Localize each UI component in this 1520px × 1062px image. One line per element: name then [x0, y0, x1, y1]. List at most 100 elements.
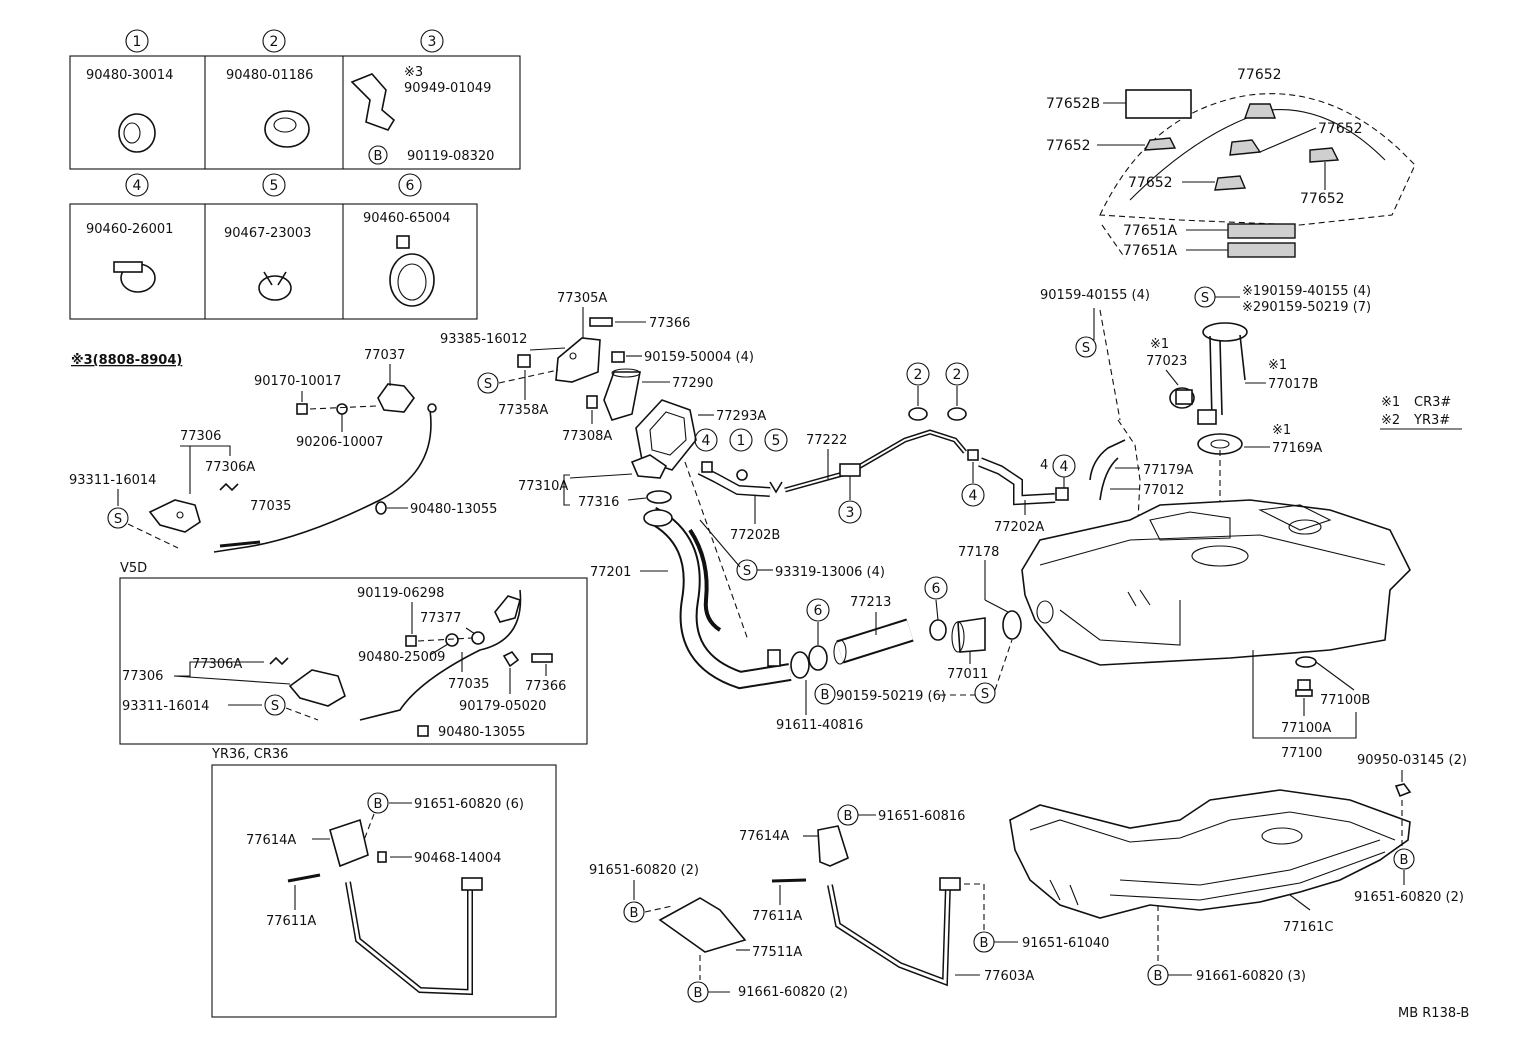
v5d-label-77377: 77377 [420, 611, 461, 626]
svg-text:S: S [271, 699, 279, 714]
svg-text:5: 5 [270, 178, 279, 194]
label-91651-60820-2r: 91651-60820 (2) [1354, 890, 1464, 905]
hose-77213 [833, 618, 914, 665]
inset-4-part: 90460-26001 [86, 222, 173, 237]
label-77178: 77178 [958, 545, 999, 560]
label-93311-16014: 93311-16014 [69, 473, 156, 488]
protector-77652B [1125, 89, 1192, 119]
label-77306A: 77306A [205, 460, 255, 475]
ref-4-b: 4 [961, 483, 985, 507]
label-93385-16012: 93385-16012 [440, 332, 527, 347]
label-90159-40155: 90159-40155 (4) [1040, 288, 1150, 303]
label-77100B: 77100B [1320, 693, 1370, 708]
section-yr: YR36, CR36 [211, 747, 288, 762]
label-77651A-1: 77651A [1123, 223, 1178, 239]
s-marker: S [736, 559, 758, 581]
hose-clip [1055, 487, 1069, 501]
nut-90170 [296, 403, 308, 415]
svg-text:B: B [821, 688, 830, 703]
clamp-6b [929, 619, 947, 641]
svg-text:B: B [374, 149, 383, 164]
svg-text:B: B [374, 797, 383, 812]
mid-label-91651-60820-2: 91651-60820 (2) [589, 863, 699, 878]
drain-plug [1295, 679, 1313, 697]
b-marker: B [1393, 848, 1415, 870]
svg-text:2: 2 [270, 34, 279, 50]
inset-num-4: 4 [125, 173, 149, 197]
clip-4b [967, 449, 979, 461]
svg-text:2: 2 [953, 367, 962, 383]
legend-l2-text: YR3# [1413, 413, 1450, 428]
svg-text:2: 2 [914, 367, 923, 383]
ref-5: 5 [764, 428, 788, 452]
s-marker: S [974, 682, 996, 704]
footer-code: MB R138-B [1398, 1006, 1469, 1021]
label-90480-13055: 90480-13055 [410, 502, 497, 517]
inset-num-2: 2 [262, 29, 286, 53]
yr-label-90468: 90468-14004 [414, 851, 501, 866]
label-77023: 77023 [1146, 354, 1187, 369]
b-marker: B [367, 792, 389, 814]
label-90950-03145: 90950-03145 (2) [1357, 753, 1467, 768]
v5d-label-77366: 77366 [525, 679, 566, 694]
svg-text:S: S [1201, 291, 1209, 306]
gasket-77178 [1002, 610, 1022, 640]
v5d-label-90119: 90119-06298 [357, 586, 444, 601]
strap-mid [827, 877, 961, 987]
b-marker: B [973, 931, 995, 953]
mid-label-77603A: 77603A [984, 969, 1034, 984]
label-77201: 77201 [590, 565, 631, 580]
bolt-v5d-77366 [531, 653, 553, 663]
legend-l1-mark: ※1 [1381, 395, 1400, 410]
inset-5-part: 90467-23003 [224, 226, 311, 241]
bolt-mid-77611A [771, 878, 807, 883]
ref-4-a: 4 [694, 428, 718, 452]
under-protector-77161C [1009, 789, 1411, 919]
clip-90468 [377, 851, 387, 863]
svg-text:B: B [630, 906, 639, 921]
svg-text:4: 4 [133, 178, 142, 194]
protector-77511A [658, 897, 747, 953]
label-90159-40155-star: ※190159-40155 (4) [1242, 284, 1371, 299]
inlet-pipe-77011 [951, 617, 986, 653]
spring-77306A [219, 482, 239, 492]
inset-1-part: 90480-30014 [86, 68, 173, 83]
grommet-oval-icon [264, 110, 310, 148]
washer-v5d [445, 633, 459, 647]
label-93319: 93319-13006 (4) [775, 565, 885, 580]
label-77306: 77306 [180, 429, 221, 444]
label-77358A: 77358A [498, 403, 548, 418]
s-marker: S [477, 372, 499, 394]
hose-77202B [697, 461, 783, 497]
label-91611-40816: 91611-40816 [776, 718, 863, 733]
label-90206-10007: 90206-10007 [296, 435, 383, 450]
label-90170-10017: 90170-10017 [254, 374, 341, 389]
svg-text:3: 3 [428, 34, 437, 50]
clip-v5d [417, 725, 429, 737]
inset-grid: 1 2 3 4 5 6 90480-30014 90480-01186 ※3 9… [69, 29, 521, 320]
b-marker: B [368, 145, 388, 165]
legend-l1-text: CR3# [1414, 395, 1451, 410]
inset-6-part: 90460-65004 [363, 211, 450, 226]
svg-text:4: 4 [702, 433, 711, 449]
label-77652-top: 77652 [1237, 67, 1282, 83]
label-77652-d: 77652 [1300, 191, 1345, 207]
label-77169A-mark: ※1 [1272, 423, 1291, 438]
v5d-box [119, 577, 588, 745]
v5d-label-90480-25009: 90480-25009 [358, 650, 445, 665]
inset-3-note: ※3 [404, 65, 423, 80]
label-77017B: 77017B [1268, 377, 1318, 392]
label-77652-c: 77652 [1128, 175, 1173, 191]
fuel-tank [1021, 499, 1411, 666]
svg-text:6: 6 [814, 603, 823, 619]
svg-text:B: B [694, 986, 703, 1001]
ref-2-b: 2 [945, 362, 969, 386]
filler-pipe-77201 [643, 507, 810, 690]
label-77308A: 77308A [562, 429, 612, 444]
ref-6-a: 6 [806, 598, 830, 622]
ring-77316 [646, 490, 672, 504]
svg-text:6: 6 [406, 178, 415, 194]
inset-3-part-b: 90119-08320 [407, 149, 494, 164]
label-91661-60820-3: 91661-60820 (3) [1196, 969, 1306, 984]
label-77652B: 77652B [1046, 96, 1100, 112]
